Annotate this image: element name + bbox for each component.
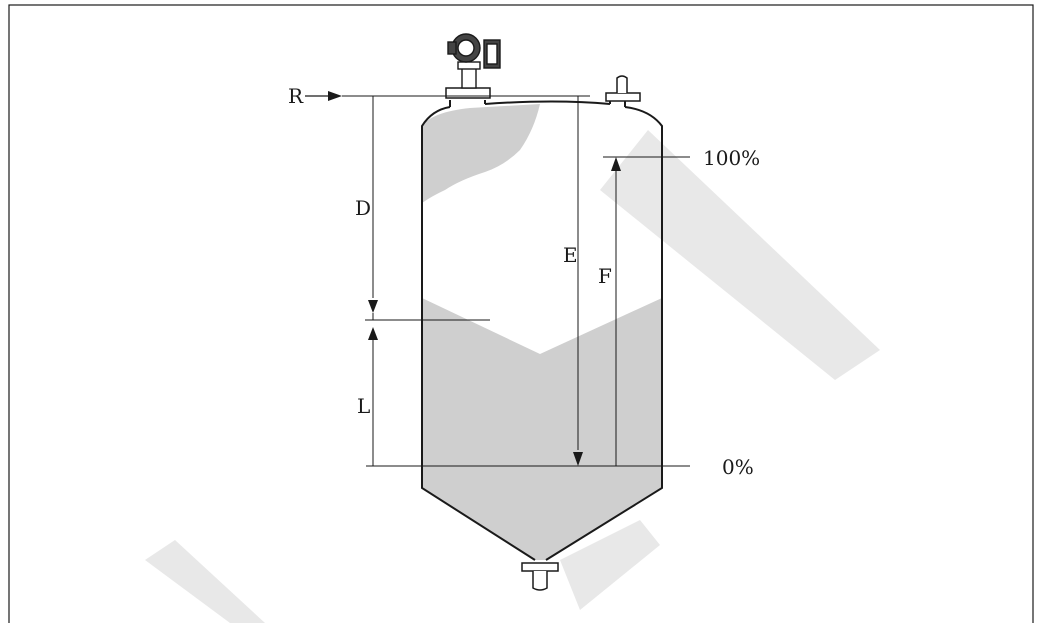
label-d: D xyxy=(355,196,371,220)
l-arrowhead xyxy=(368,327,378,340)
buildup-deposit xyxy=(422,104,540,203)
d-arrowhead xyxy=(368,300,378,313)
label-l: L xyxy=(357,394,370,418)
label-hundred-percent: 100% xyxy=(703,146,760,170)
bulk-solid xyxy=(422,298,662,560)
silo-outline xyxy=(421,98,663,561)
bottom-outlet xyxy=(521,562,559,591)
label-zero-percent: 0% xyxy=(722,455,754,479)
label-f: F xyxy=(598,264,612,288)
f-arrowhead xyxy=(611,157,621,171)
label-e: E xyxy=(563,243,578,267)
watermark xyxy=(145,130,880,623)
frame-border xyxy=(8,4,1034,623)
e-arrowhead xyxy=(573,452,583,466)
label-r: R xyxy=(288,84,304,108)
radar-transmitter-icon xyxy=(447,33,501,89)
reference-arrowhead xyxy=(328,91,342,101)
top-nozzle xyxy=(605,75,641,102)
